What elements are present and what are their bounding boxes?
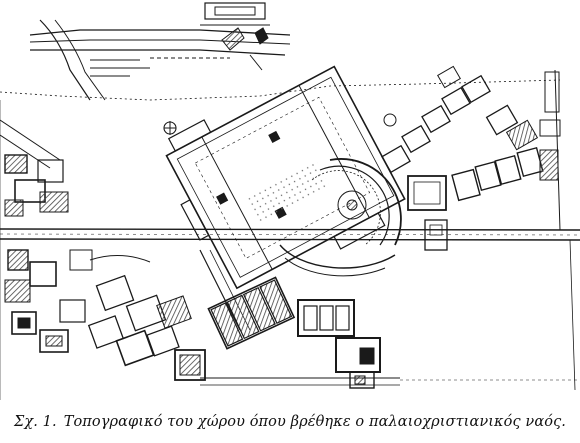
apse [279, 113, 402, 277]
caption-text: Τοπογραφικό του χώρου όπου βρέθηκε ο παλ… [63, 413, 566, 430]
north-symbol [163, 121, 177, 135]
right-middle-buildings [407, 146, 559, 251]
hatched-row [207, 276, 296, 350]
right-upper-buildings [381, 65, 561, 174]
caption-label: Σχ. 1. [14, 413, 57, 430]
lower-center-buildings [87, 249, 251, 381]
main-road [0, 228, 580, 241]
topographic-plan [0, 2, 580, 400]
figure-caption: Σχ. 1. Τοπογραφικό του χώρου όπου βρέθηκ… [0, 400, 580, 443]
left-buildings [0, 119, 93, 353]
church-enclosure [165, 65, 406, 290]
top-road [29, 2, 291, 101]
right-lower-block [297, 299, 381, 389]
lower-road [200, 377, 580, 386]
